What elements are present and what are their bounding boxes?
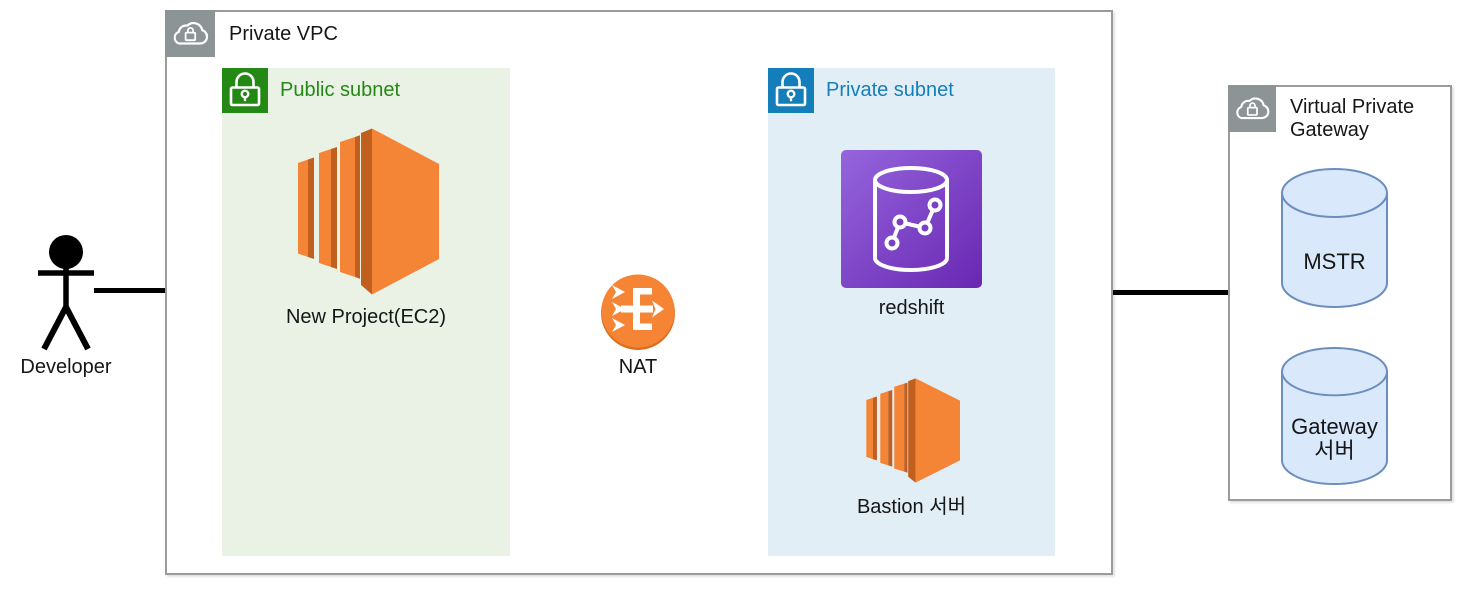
developer-label: Developer bbox=[20, 356, 112, 378]
connector-vpc-to-vpg bbox=[1112, 290, 1230, 295]
gateway-server-label: Gateway 서버 bbox=[1281, 415, 1388, 463]
private-subnet-container: Private subnet redshift bbox=[768, 68, 1055, 556]
connector-developer-to-vpc bbox=[94, 288, 165, 293]
private-subnet-title: Private subnet bbox=[826, 79, 954, 101]
vpc-cloud-lock-icon bbox=[165, 10, 215, 57]
vpc-title: Private VPC bbox=[229, 23, 338, 45]
public-subnet-lock-icon bbox=[222, 68, 268, 113]
redshift-icon bbox=[841, 150, 982, 288]
ec2-label: New Project(EC2) bbox=[285, 306, 447, 328]
vpg-title: Virtual Private Gateway bbox=[1290, 96, 1415, 141]
public-subnet-container: Public subnet New Project(EC2) bbox=[222, 68, 510, 556]
gateway-server-database: Gateway 서버 bbox=[1281, 347, 1388, 485]
nat-label: NAT bbox=[618, 356, 658, 378]
bastion-ec2-icon bbox=[866, 378, 960, 483]
redshift-label: redshift bbox=[878, 297, 945, 319]
gateway-server-label-line1: Gateway bbox=[1291, 414, 1378, 439]
private-subnet-lock-icon bbox=[768, 68, 814, 113]
nat-gateway-icon bbox=[601, 274, 675, 350]
developer-stick-figure-icon bbox=[38, 235, 94, 351]
gateway-server-label-line2: 서버 bbox=[1314, 438, 1355, 463]
virtual-private-gateway-container: Virtual Private Gateway MSTR Gateway 서버 bbox=[1228, 85, 1452, 501]
mstr-database: MSTR bbox=[1281, 168, 1388, 308]
public-subnet-title: Public subnet bbox=[280, 79, 401, 101]
private-vpc-container: Private VPC Public subnet bbox=[165, 10, 1113, 575]
ec2-icon bbox=[298, 128, 439, 295]
bastion-label: Bastion 서버 bbox=[856, 496, 967, 518]
vpg-cloud-lock-icon bbox=[1228, 85, 1276, 132]
mstr-label: MSTR bbox=[1303, 249, 1366, 274]
